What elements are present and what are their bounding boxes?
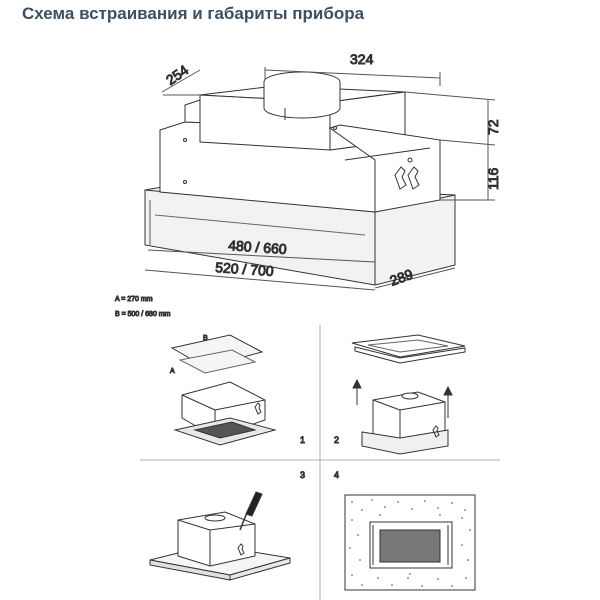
step-1-number: 1 [300,435,305,445]
step-1-illustration [170,334,277,446]
step-1-label-b: B [203,335,208,342]
step-4-illustration [344,494,476,591]
hood-main-drawing [144,67,496,291]
dim-height-lower: 116 [485,167,501,190]
dim-height-upper: 72 [485,119,501,135]
step-1-label-a: A [170,368,175,375]
note-a: A = 270 mm [115,296,153,303]
step-3-illustration [149,491,291,581]
step-4-ceiling-texture [349,499,471,587]
note-b: B = 500 / 680 mm [115,311,171,318]
dim-inner-width: 480 / 660 [228,237,288,257]
page-title: Схема встраивания и габариты прибора [22,4,365,23]
step-2-illustration [351,334,466,455]
step-2-number: 2 [334,435,339,445]
dim-outer-width: 520 / 700 [215,259,275,279]
dim-width-top: 324 [350,51,374,67]
dim-depth-top: 254 [163,61,191,88]
step-3-number: 3 [300,470,305,480]
step-4-number: 4 [334,470,339,480]
